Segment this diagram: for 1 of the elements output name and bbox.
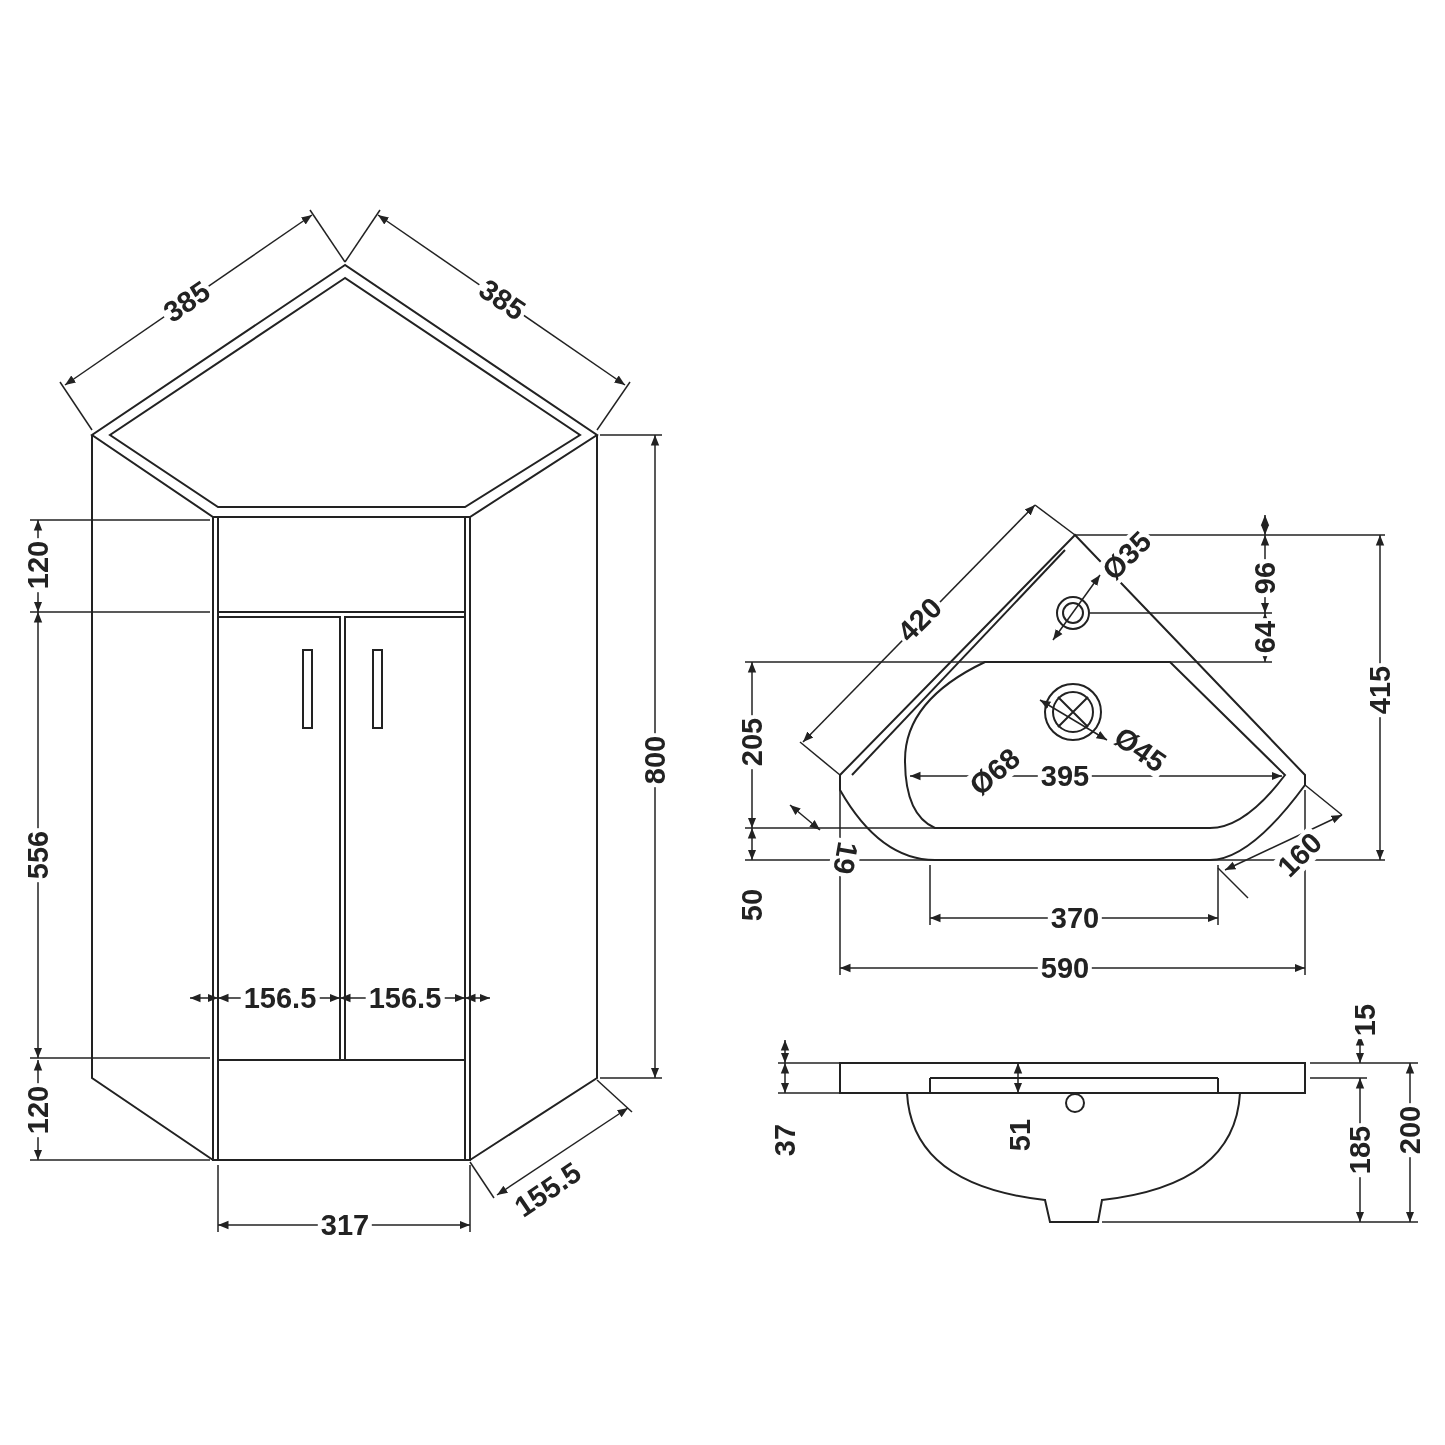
dimension-label: 19 bbox=[827, 836, 863, 880]
